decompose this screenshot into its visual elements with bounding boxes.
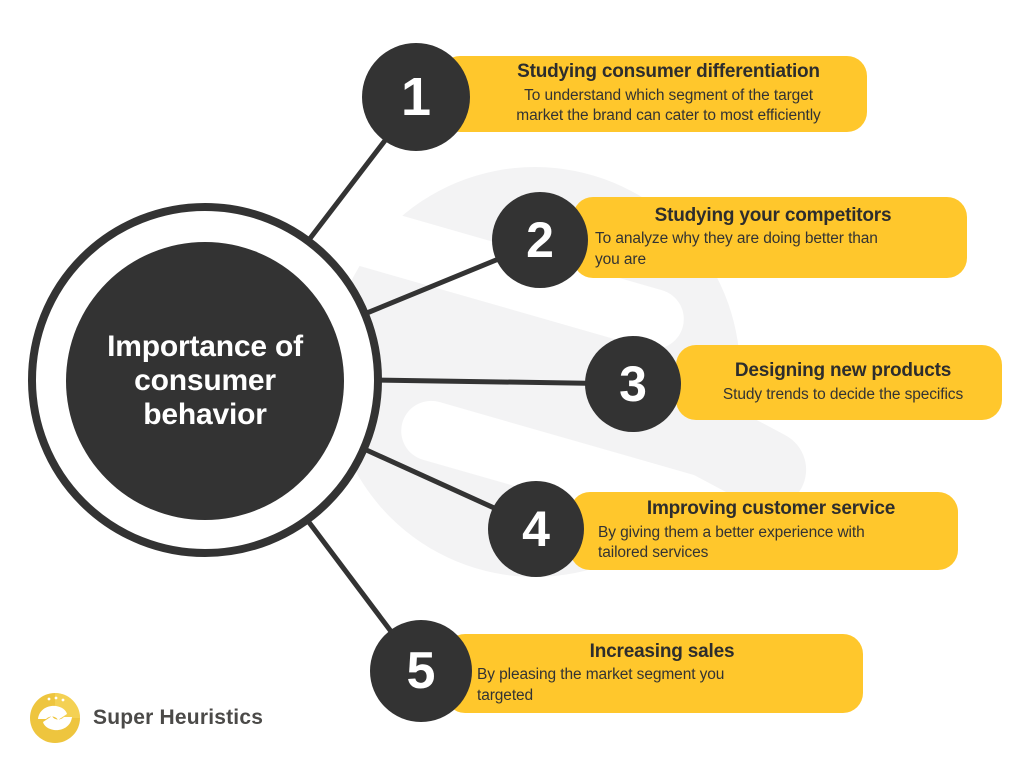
step-description: To understand which segment of the targe… bbox=[516, 86, 821, 125]
step-banner: Studying consumer differentiation To und… bbox=[440, 56, 867, 132]
step-banner: Studying your competitors To analyze why… bbox=[573, 197, 967, 278]
step-title: Studying your competitors bbox=[654, 204, 892, 226]
step-description: By pleasing the market segment you targe… bbox=[477, 666, 725, 704]
step-title: Improving customer service bbox=[646, 498, 896, 520]
step-title: Studying consumer differentiation bbox=[517, 61, 820, 83]
step-banner: Designing new products Study trends to d… bbox=[676, 345, 1002, 420]
step-banner: Increasing sales By pleasing the market … bbox=[445, 634, 863, 713]
step-number-badge: 1 bbox=[362, 43, 470, 151]
step-title: Designing new products bbox=[734, 359, 952, 381]
brand-logo-icon bbox=[30, 693, 80, 743]
brand-logo: Super Heuristics bbox=[29, 692, 263, 744]
center-node: Importance of consumer behavior bbox=[66, 242, 344, 520]
brand-name: Super Heuristics bbox=[93, 706, 264, 729]
step-number-badge: 4 bbox=[488, 481, 584, 577]
infographic-title: Importance of consumer behavior bbox=[107, 330, 303, 431]
step-description: By giving them a better experience with … bbox=[598, 523, 865, 562]
step-title: Increasing sales bbox=[589, 640, 735, 662]
step-banner: Improving customer service By giving the… bbox=[570, 492, 958, 570]
step-description: Study trends to decide the specifics bbox=[722, 385, 964, 403]
step-number-badge: 5 bbox=[370, 620, 472, 722]
step-description: To analyze why they are doing better tha… bbox=[595, 230, 878, 268]
step-number-badge: 3 bbox=[585, 336, 681, 432]
step-number-badge: 2 bbox=[492, 192, 588, 288]
